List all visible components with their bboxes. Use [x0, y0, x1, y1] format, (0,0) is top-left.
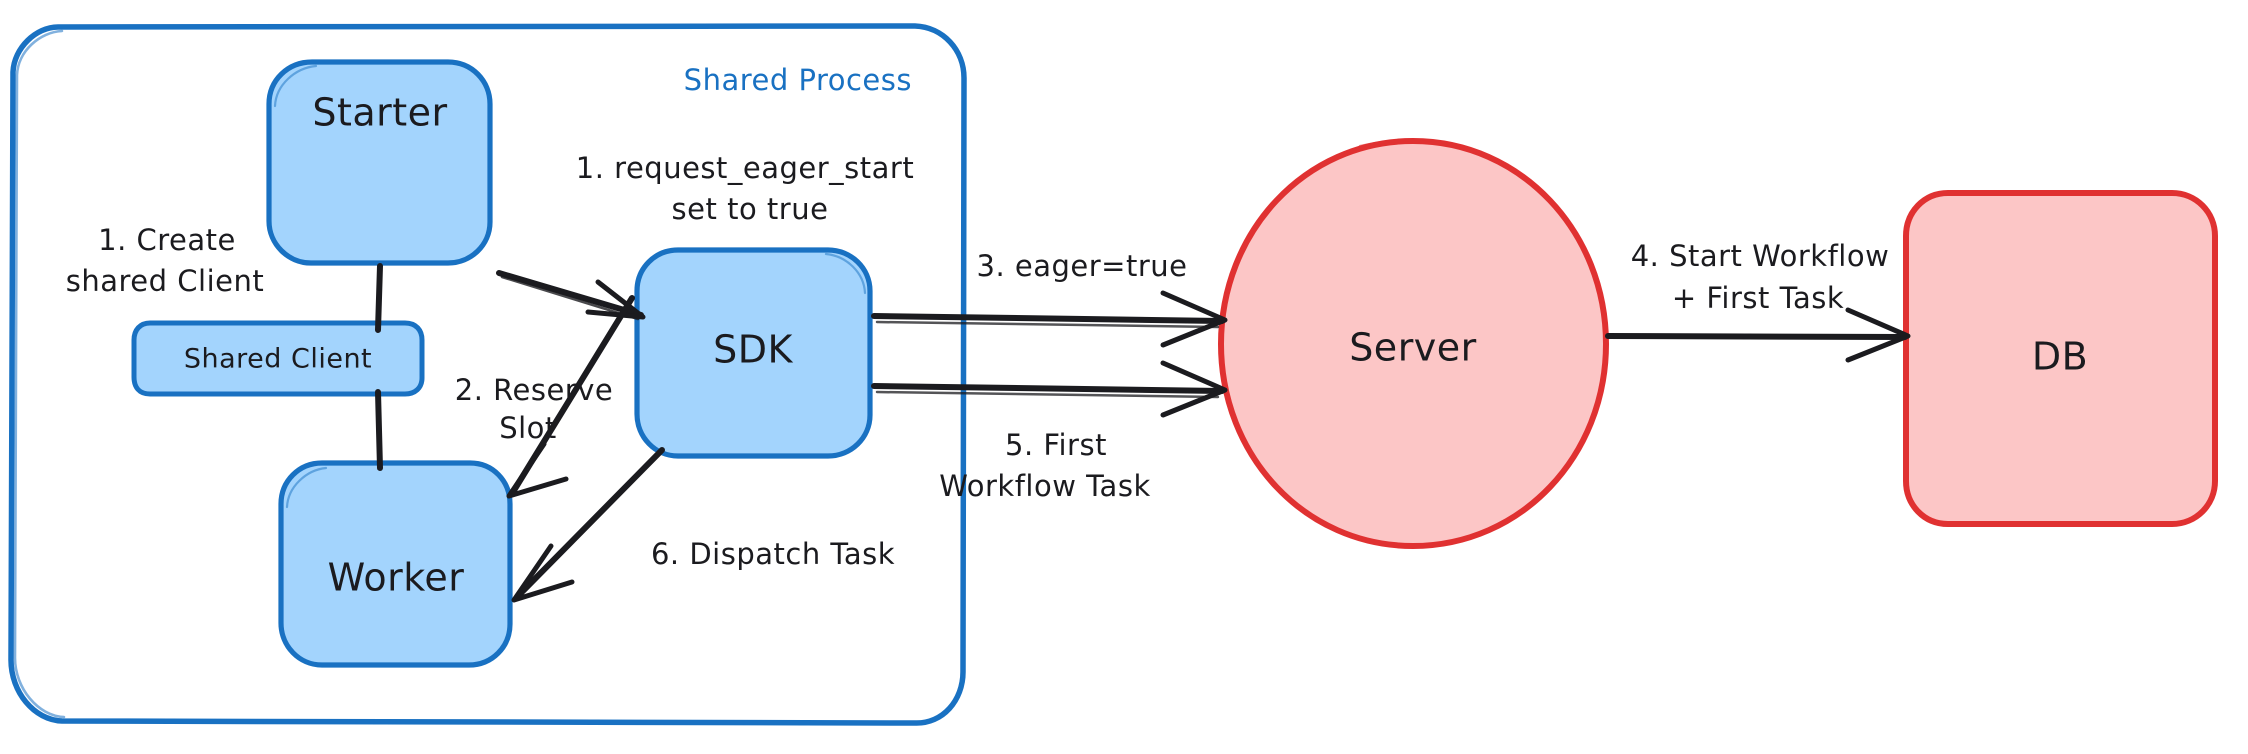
node-worker[interactable]: Worker [278, 460, 513, 668]
node-sdk[interactable]: SDK [634, 247, 873, 459]
label-start-workflow-line1: 4. Start Workflow [1631, 239, 1890, 273]
label-first-workflow-task-line1: 5. First [1005, 428, 1107, 462]
node-shared-client[interactable]: Shared Client [131, 320, 425, 397]
shared-process-container [8, 23, 967, 726]
shared-process-title: Shared Process [684, 63, 912, 97]
label-eager-true: 3. eager=true [977, 249, 1188, 283]
node-starter-label: Starter [312, 91, 447, 135]
label-first-workflow-task-line2: Workflow Task [939, 469, 1150, 503]
label-reserve-slot-line2: Slot [499, 411, 557, 445]
edge-sdk-to-server-eager [871, 290, 1228, 348]
label-start-workflow: 4. Start Workflow + First Task [1631, 239, 1890, 315]
label-reserve-slot: 2. Reserve Slot [455, 373, 613, 445]
node-sdk-label: SDK [713, 328, 793, 372]
label-create-shared-client: 1. Create shared Client [66, 223, 264, 298]
label-first-workflow-task: 5. First Workflow Task [939, 428, 1150, 503]
edge-starter-to-shared-client [375, 263, 383, 333]
label-create-shared-client-line2: shared Client [66, 264, 264, 298]
label-request-eager-start-line2: set to true [672, 192, 829, 226]
label-request-eager-start-line1: 1. request_eager_start [576, 151, 914, 185]
edge-server-to-db [1605, 307, 1911, 363]
edge-sdk-to-worker-dispatch [511, 447, 665, 603]
label-dispatch-task: 6. Dispatch Task [651, 537, 895, 571]
node-server-label: Server [1349, 326, 1477, 370]
label-request-eager-start: 1. request_eager_start set to true [576, 151, 914, 226]
edge-shared-client-to-worker [375, 389, 383, 471]
label-eager-true-line1: 3. eager=true [977, 249, 1188, 283]
label-reserve-slot-line1: 2. Reserve [455, 373, 613, 407]
node-starter[interactable]: Starter [266, 59, 493, 266]
node-shared-client-label: Shared Client [184, 344, 372, 375]
edge-sdk-to-worker-reserve [506, 295, 635, 499]
label-start-workflow-line2: + First Task [1672, 281, 1844, 315]
node-worker-label: Worker [328, 556, 465, 600]
node-server[interactable]: Server [1217, 137, 1610, 550]
node-db-label: DB [2032, 335, 2088, 379]
node-db[interactable]: DB [1903, 190, 2218, 527]
edge-starter-to-sdk [496, 270, 646, 321]
label-create-shared-client-line1: 1. Create [98, 223, 236, 257]
label-dispatch-task-line1: 6. Dispatch Task [651, 537, 895, 571]
edge-sdk-to-server-first-task [871, 360, 1228, 418]
